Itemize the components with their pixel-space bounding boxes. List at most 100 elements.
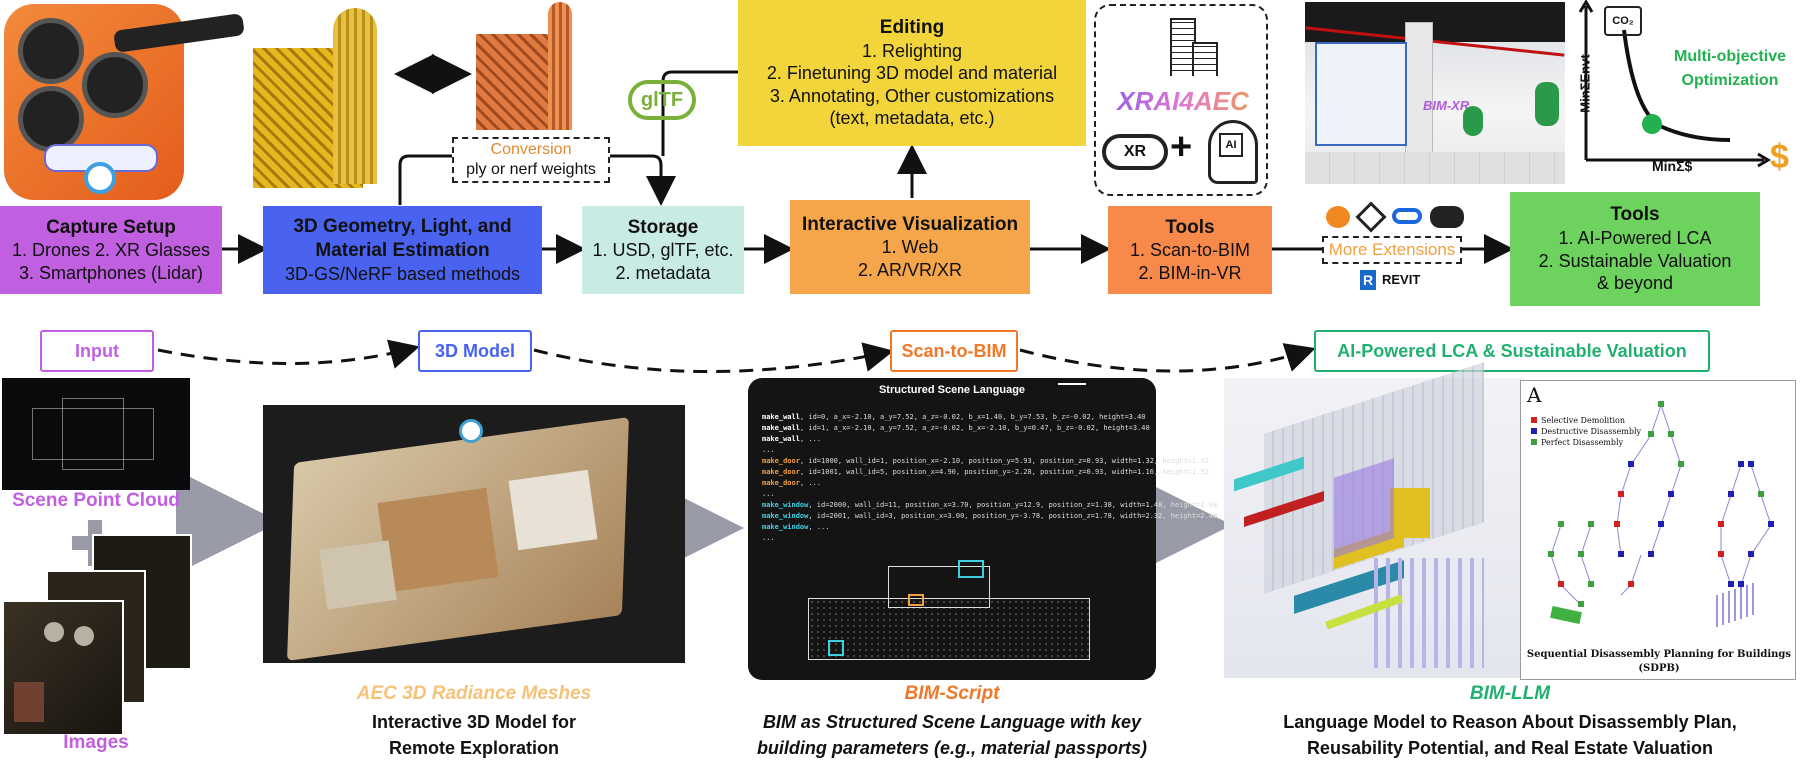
bim-floorplan — [808, 558, 1098, 668]
xrai4aec-title: XRAI4AEC — [1096, 86, 1270, 117]
tools2-line2: 2. Sustainable Valuation — [1538, 250, 1732, 271]
point-cloud-caption: Scene Point Cloud — [12, 490, 180, 511]
interactive-visualization-box: Interactive Visualization 1. Web 2. AR/V… — [790, 200, 1030, 294]
revit-icon: R — [1360, 270, 1376, 290]
ai-head-icon: AI — [1208, 120, 1258, 184]
meta-icon — [1392, 208, 1422, 224]
legend-perfect: Perfect Disassembly — [1531, 437, 1641, 448]
interactive-line1: 1. Web — [881, 237, 939, 258]
storage-box: Storage 1. USD, glTF, etc. 2. metadata — [582, 206, 744, 294]
tools2-line1: 1. AI-Powered LCA — [1558, 228, 1712, 249]
legend-perfect-label: Perfect Disassembly — [1541, 438, 1624, 447]
code-line: make_door, ... — [762, 478, 1152, 489]
more-extensions-box: More Extensions — [1322, 236, 1462, 264]
phone-drone-image — [4, 4, 184, 200]
tools2-title: Tools — [1610, 204, 1660, 226]
code-command: make_door — [762, 457, 800, 465]
ai-label: AI — [1225, 139, 1237, 151]
code-line: make_wall, id=1, a_x=-2.10, a_y=7.52, a_… — [762, 423, 1152, 434]
moo-xlabel: MinΣ$ — [1652, 158, 1693, 174]
code-command: ... — [762, 534, 775, 542]
dashed-arrow-input-model — [157, 339, 420, 369]
interactive-title: Interactive Visualization — [801, 213, 1019, 235]
stage-input: Input — [40, 330, 154, 372]
bim-llm-desc-line2: Reusability Potential, and Real Estate V… — [1306, 738, 1714, 758]
tools1-line1: 1. Scan-to-BIM — [1129, 240, 1251, 261]
code-line: make_wall, id=0, a_x=-2.10, a_y=7.52, a_… — [762, 412, 1152, 423]
bim-llm-desc-line1: Language Model to Reason About Disassemb… — [1283, 712, 1737, 732]
code-args: , ... — [808, 523, 830, 531]
code-args: , id=2000, wall_id=11, position_x=3.70, … — [808, 501, 1218, 509]
conversion-title: Conversion — [490, 141, 572, 158]
code-line: make_wall, ... — [762, 434, 1152, 445]
bim-script-desc-line1: BIM as Structured Scene Language with ke… — [762, 712, 1142, 732]
scene-language-panel: Structured Scene Language make_wall, id=… — [748, 378, 1217, 680]
stage-scan-to-bim: Scan-to-BIM — [890, 330, 1018, 372]
code-args: , id=0, a_x=-2.10, a_y=7.52, a_z=-0.02, … — [799, 413, 1146, 421]
aec-desc-line1: Interactive 3D Model for — [371, 712, 577, 732]
code-command: make_window — [762, 512, 809, 520]
code-args: , id=1, a_x=-2.10, a_y=7.52, a_z=-0.02, … — [799, 424, 1150, 432]
moo-chart-svg — [1578, 0, 1771, 168]
code-command: make_door — [762, 479, 800, 487]
legend-destructive-label: Destructive Disassembly — [1541, 427, 1642, 436]
storage-line1: 1. USD, glTF, etc. — [592, 240, 734, 261]
legend-destructive: Destructive Disassembly — [1531, 426, 1641, 437]
stage-lca: AI-Powered LCA & Sustainable Valuation — [1314, 330, 1710, 372]
editing-line4: (text, metadata, etc.) — [829, 108, 995, 129]
code-command: make_door — [762, 468, 800, 476]
code-line: make_door, id=1000, wall_id=1, position_… — [762, 456, 1209, 467]
bim-xr-label: BIM-XR — [1423, 98, 1470, 113]
bim-script-desc-line2: building parameters (e.g., material pass… — [756, 738, 1148, 758]
revit-label: REVIT — [1382, 272, 1421, 287]
dollar-icon: $ — [1770, 138, 1789, 176]
xrai4aec-box: XRAI4AEC XR + AI — [1094, 4, 1268, 196]
code-args: , id=1000, wall_id=1, position_x=-2.10, … — [799, 457, 1209, 465]
moo-chart: CO₂ Multi-objective Optimization MinΣEnv… — [1578, 0, 1800, 190]
scene-language-code: make_wall, id=0, a_x=-2.10, a_y=7.52, a_… — [762, 412, 1217, 544]
exploded-bim-render — [1224, 362, 1524, 678]
tools-box-1: Tools 1. Scan-to-BIM 2. BIM-in-VR — [1108, 206, 1272, 294]
capture-line1: 1. Drones 2. XR Glasses — [11, 240, 211, 261]
sdpb-legend: Selective Demolition Destructive Disasse… — [1531, 415, 1641, 448]
geometry-line1: 3D-GS/NeRF based methods — [284, 263, 521, 284]
plus-sign: + — [1170, 126, 1193, 168]
code-command: make_window — [762, 501, 809, 509]
moo-title1: Multi-objective — [1673, 48, 1786, 65]
image-stack-1 — [2, 600, 124, 736]
code-line: make_window, id=2001, wall_id=3, positio… — [762, 511, 1217, 522]
bim-llm-caption: BIM-LLM — [1469, 683, 1551, 704]
images-caption: Images — [63, 732, 129, 753]
code-line: ... — [762, 489, 1152, 500]
code-args: , ... — [799, 479, 822, 487]
xr-label: XR — [1123, 143, 1147, 160]
blender-icon — [1326, 206, 1350, 228]
interactive-line2: 2. AR/VR/XR — [857, 259, 963, 280]
tools-box-2: Tools 1. AI-Powered LCA 2. Sustainable V… — [1510, 192, 1760, 306]
code-args: , ... — [799, 435, 822, 443]
code-line: ... — [762, 533, 1152, 544]
stage-3d-model: 3D Model — [418, 330, 532, 372]
sdpb-letter: A — [1527, 383, 1542, 407]
geometry-title2: Material Estimation — [315, 239, 490, 261]
more-extensions-label: More Extensions — [1328, 240, 1456, 260]
moo-ylabel: MinΣEnvt — [1578, 49, 1593, 119]
radiance-mesh-render — [263, 405, 685, 663]
storage-line2: 2. metadata — [615, 262, 711, 283]
sdpb-title: Sequential Disassembly Planning for Buil… — [1526, 649, 1792, 660]
tools2-line3: & beyond — [1596, 273, 1674, 294]
sdpb-panel: A Selective Demolition Destructive Disas… — [1520, 380, 1796, 680]
storage-title: Storage — [627, 216, 699, 238]
code-command: ... — [762, 446, 775, 454]
capture-setup-box: Capture Setup 1. Drones 2. XR Glasses 3.… — [0, 206, 222, 294]
tools1-line2: 2. BIM-in-VR — [1138, 262, 1242, 283]
code-command: ... — [762, 490, 775, 498]
code-command: make_wall — [762, 413, 800, 421]
moo-title2: Optimization — [1681, 72, 1779, 89]
orange-building-image — [476, 34, 556, 130]
co2-icon: CO₂ — [1604, 6, 1642, 36]
point-cloud-image — [2, 378, 190, 490]
code-args: , id=2001, wall_id=3, position_x=3.00, p… — [808, 512, 1218, 520]
dashed-arrow-scan-lca — [1019, 343, 1316, 373]
conversion-line1: ply or nerf weights — [466, 161, 596, 178]
